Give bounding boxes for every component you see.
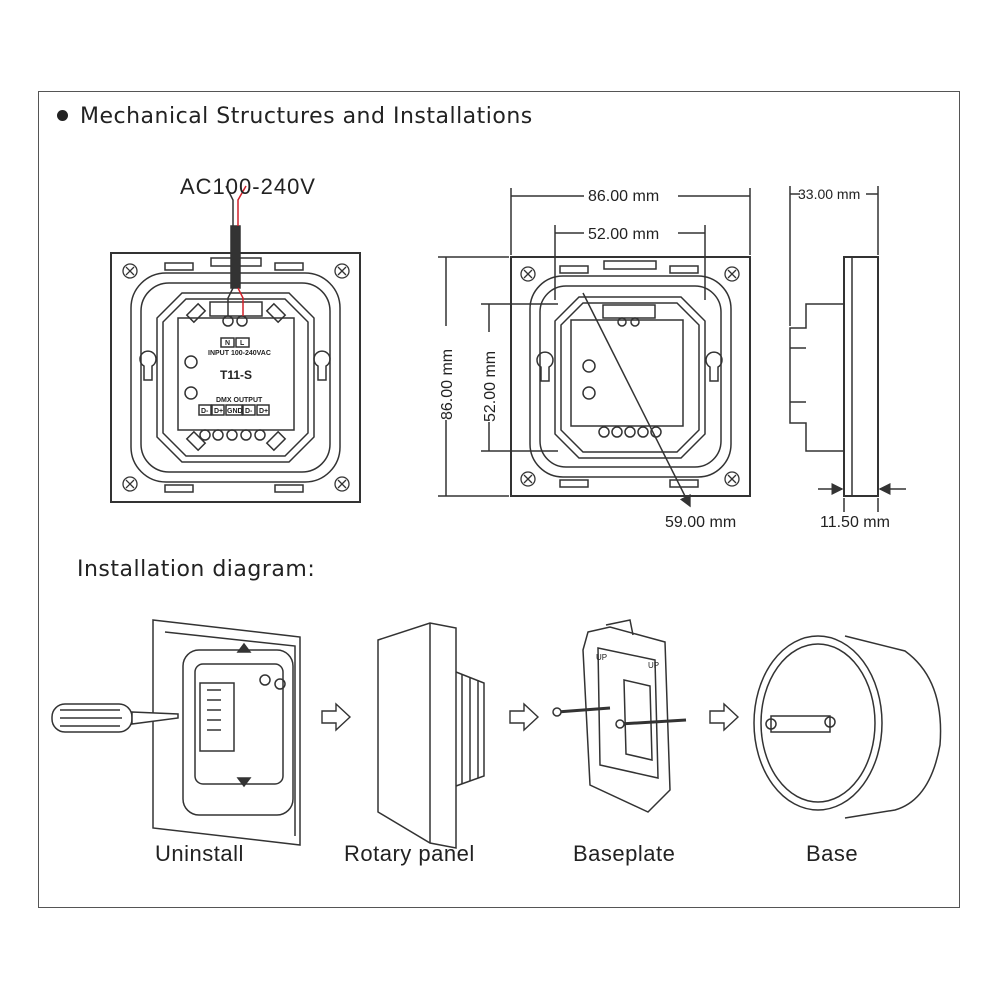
- step-label-baseplate: Baseplate: [573, 841, 675, 866]
- installation-heading: Installation diagram:: [77, 557, 316, 582]
- terminal-l-label: L: [240, 340, 245, 347]
- dim-thickness: 11.50 mm: [820, 514, 890, 531]
- dim-bg: [584, 184, 678, 206]
- output-label: DMX OUTPUT: [216, 397, 263, 404]
- model-label: T11-S: [220, 368, 252, 382]
- output-terminal-2: D+: [214, 408, 223, 415]
- output-terminal-4: D-: [245, 408, 253, 415]
- svg-text:UP: UP: [648, 661, 659, 670]
- step-uninstall-illustration: [51, 619, 301, 846]
- diagram-frame: [38, 91, 960, 908]
- dim-bg: [479, 332, 499, 422]
- step-baseplate-illustration: UP UP: [552, 619, 687, 813]
- step-label-uninstall: Uninstall: [155, 841, 244, 866]
- input-label: INPUT 100-240VAC: [208, 350, 271, 357]
- output-terminal-3: GND: [227, 408, 243, 415]
- dim-bg: [436, 326, 456, 420]
- step-base-illustration: [753, 635, 942, 819]
- terminal-n-label: N: [225, 340, 230, 347]
- step-rotary-panel-illustration: [377, 622, 485, 849]
- bullet-icon: [57, 109, 68, 121]
- dim-diagonal: 59.00 mm: [665, 514, 736, 531]
- voltage-label: AC100-240V: [180, 174, 316, 199]
- dim-inner-height: 52.00 mm: [482, 351, 499, 422]
- step-label-rotary-panel: Rotary panel: [344, 841, 475, 866]
- dim-inner-width: 52.00 mm: [588, 226, 659, 243]
- step-arrows: [321, 702, 740, 732]
- arrow-right-icon: [509, 702, 540, 732]
- output-terminal-5: D+: [259, 408, 268, 415]
- dim-depth: 33.00 mm: [798, 186, 860, 202]
- dim-outer-width: 86.00 mm: [588, 188, 659, 205]
- section-title: Mechanical Structures and Installations: [80, 104, 533, 129]
- dim-outer-height: 86.00 mm: [439, 349, 456, 420]
- dim-bg: [584, 222, 678, 244]
- step-label-base: Base: [806, 841, 858, 866]
- svg-text:UP: UP: [596, 653, 607, 662]
- output-terminal-1: D-: [201, 408, 209, 415]
- dimension-view: [438, 186, 906, 512]
- arrow-right-icon: [709, 702, 740, 732]
- front-view: [110, 185, 361, 503]
- arrow-right-icon: [321, 702, 352, 732]
- section-heading: Mechanical Structures and Installations: [57, 104, 533, 129]
